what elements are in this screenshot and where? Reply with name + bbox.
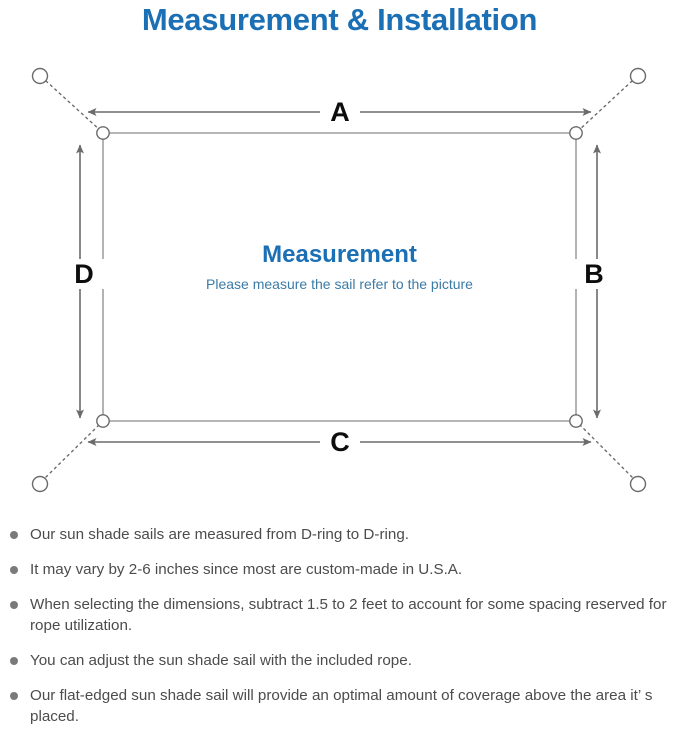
bullet-icon — [10, 601, 18, 609]
dimension-label-b: B — [574, 259, 614, 289]
anchor-circle-bottom-right — [629, 475, 647, 493]
rope-bottom-right — [577, 422, 633, 478]
d-ring-top-left — [96, 126, 110, 140]
list-item: When selecting the dimensions, subtract … — [0, 594, 679, 636]
rope-top-right — [577, 80, 633, 132]
note-text: Our sun shade sails are measured from D-… — [30, 526, 409, 543]
bullet-icon — [10, 566, 18, 574]
dimension-label-a: A — [320, 97, 360, 127]
d-ring-bottom-left — [96, 414, 110, 428]
bullet-icon — [10, 692, 18, 700]
list-item: You can adjust the sun shade sail with t… — [0, 650, 679, 671]
anchor-circle-top-left — [31, 67, 49, 85]
dimension-label-d: D — [64, 259, 104, 289]
rope-bottom-left — [45, 422, 102, 478]
rope-top-left — [45, 80, 102, 132]
d-ring-bottom-right — [569, 414, 583, 428]
note-text: It may vary by 2-6 inches since most are… — [30, 561, 463, 578]
anchor-circle-top-right — [629, 67, 647, 85]
bullet-icon — [10, 657, 18, 665]
diagram-svg — [31, 67, 647, 493]
note-text: When selecting the dimensions, subtract … — [30, 596, 667, 634]
notes-list: Our sun shade sails are measured from D-… — [0, 524, 679, 741]
list-item: It may vary by 2-6 inches since most are… — [0, 559, 679, 580]
list-item: Our flat-edged sun shade sail will provi… — [0, 685, 679, 727]
list-item: Our sun shade sails are measured from D-… — [0, 524, 679, 545]
note-text: Our flat-edged sun shade sail will provi… — [30, 687, 653, 725]
d-ring-top-right — [569, 126, 583, 140]
page-title: Measurement & Installation — [141, 2, 538, 37]
sail-body — [102, 132, 577, 422]
dimension-label-c: C — [320, 427, 360, 457]
note-text: You can adjust the sun shade sail with t… — [30, 652, 412, 669]
bullet-icon — [10, 531, 18, 539]
anchor-circle-bottom-left — [31, 475, 49, 493]
measurement-diagram: Measurement Please measure the sail refe… — [0, 44, 679, 524]
